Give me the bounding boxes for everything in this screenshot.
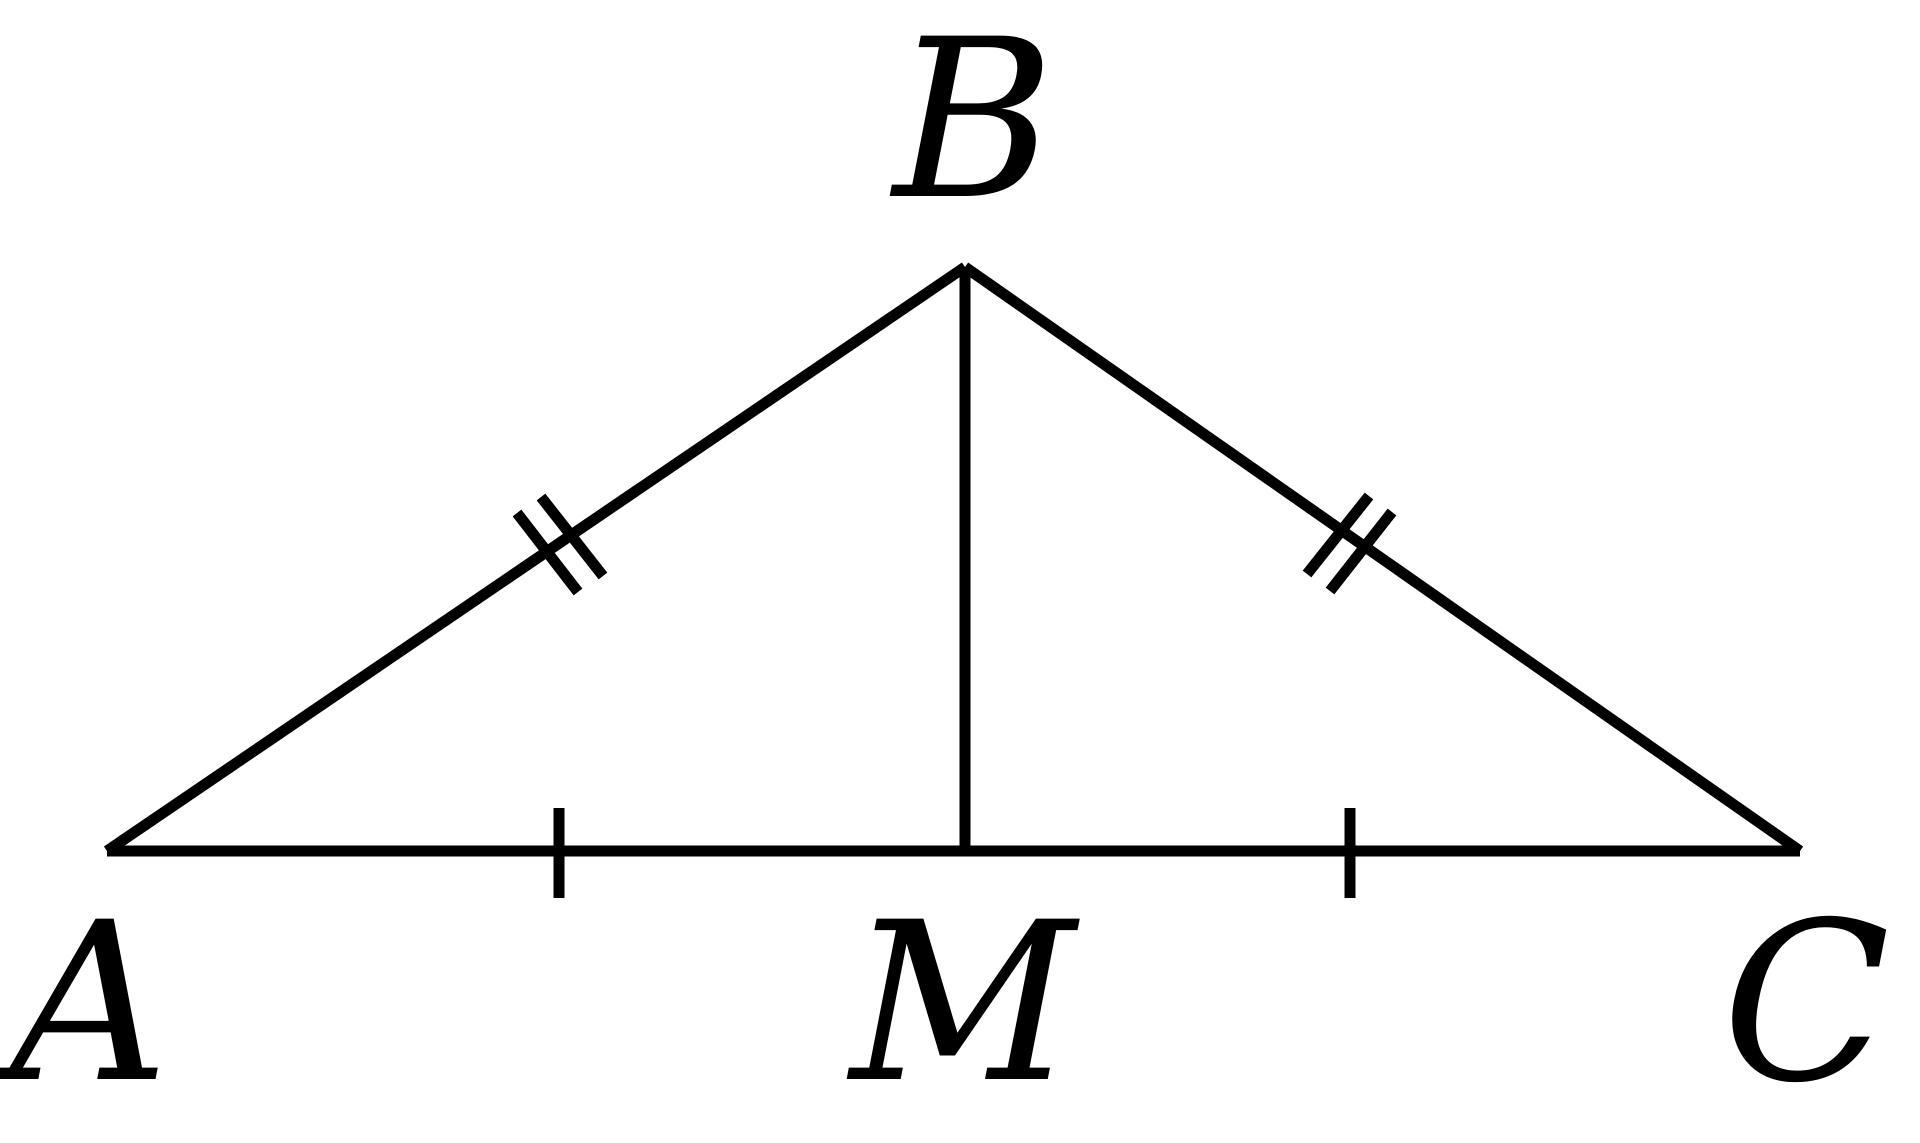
label-a: A [0, 875, 169, 1131]
double-tick-ab [512, 493, 608, 596]
tick-ab-2 [536, 493, 608, 580]
side-bc [961, 262, 1804, 856]
label-b: B [889, 0, 1055, 248]
label-m: M [846, 875, 1080, 1131]
label-c: C [1722, 875, 1890, 1131]
side-ab [103, 262, 969, 856]
double-tick-bc [1302, 492, 1397, 595]
tick-ab-1 [512, 509, 583, 596]
tick-bc-2 [1325, 508, 1397, 595]
tick-bc-1 [1302, 492, 1374, 578]
